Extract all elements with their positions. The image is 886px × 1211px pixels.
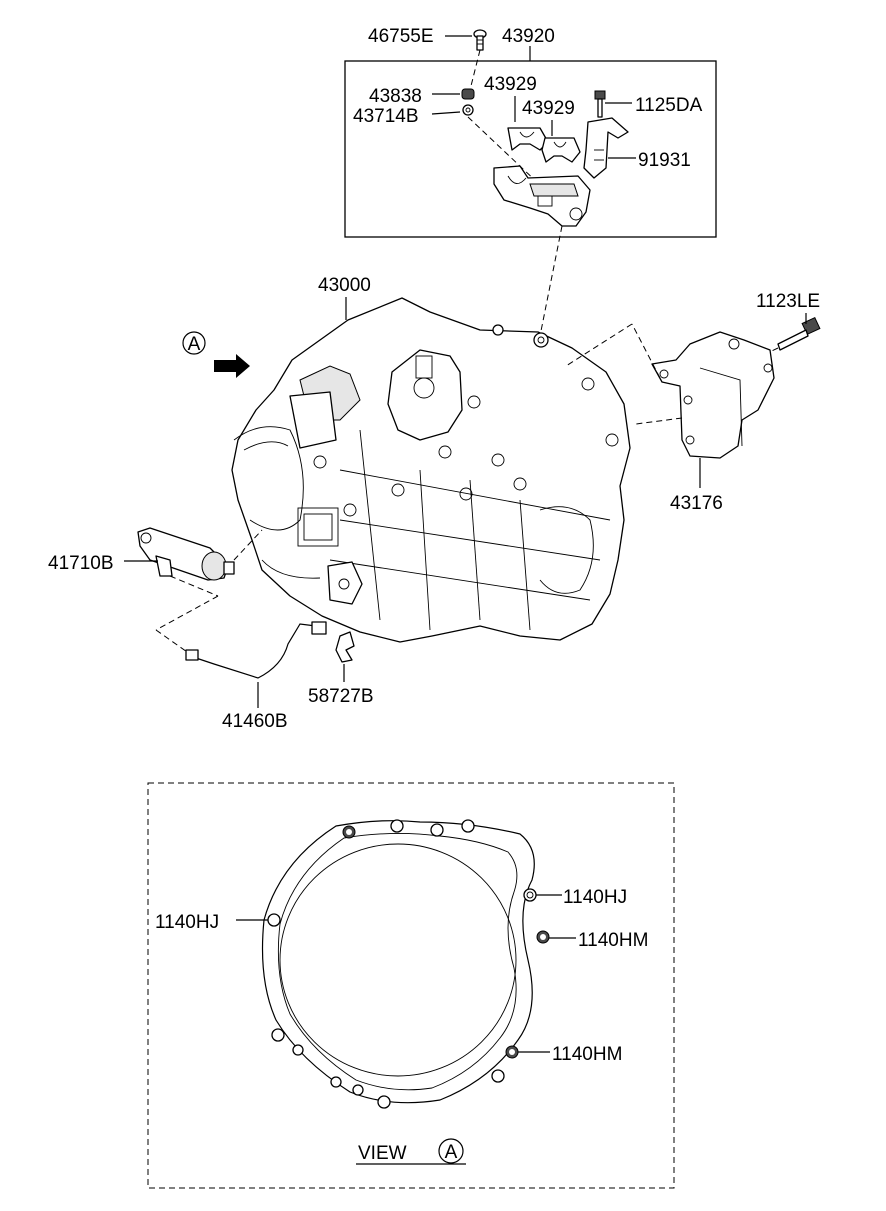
callout-43714b: 43714B [353, 106, 419, 127]
manual-transaxle-assembly [231, 297, 631, 643]
gasket-bolt-holes [267, 819, 550, 1109]
callout-1140hm-upper: 1140HM [578, 930, 648, 951]
direction-marker-letter: A [188, 334, 201, 355]
bolt-1125da-icon [594, 90, 606, 118]
callout-43000: 43000 [318, 275, 371, 296]
callout-1123le: 1123LE [756, 291, 820, 312]
bolt-46755e-icon [473, 29, 487, 51]
view-a-detail-box [147, 782, 675, 1189]
bolt-1123le-icon [777, 316, 821, 351]
shift-cable-bracket-icon [493, 165, 591, 227]
view-caption-letter: A [445, 1142, 458, 1163]
washer-43714b-icon [462, 104, 474, 116]
callout-1140hj-left: 1140HJ [155, 912, 219, 933]
view-direction-arrow-icon [214, 354, 250, 378]
clip-43929-a-icon [507, 127, 549, 151]
callout-43929-a: 43929 [484, 74, 537, 95]
clutch-release-cylinder-41710b-icon [137, 527, 235, 581]
callout-1140hj-right: 1140HJ [563, 887, 627, 908]
clip-58727b-icon [335, 631, 355, 663]
callout-91931: 91931 [638, 150, 691, 171]
callout-43176: 43176 [670, 493, 723, 514]
callout-43838: 43838 [369, 86, 422, 107]
callout-1140hm-lower: 1140HM [552, 1044, 622, 1065]
callout-41460b: 41460B [222, 711, 288, 732]
callout-58727b: 58727B [308, 686, 374, 707]
callout-46755e: 46755E [368, 26, 434, 47]
callout-1125da: 1125DA [635, 95, 703, 116]
bracket-91931-icon [583, 117, 629, 179]
callout-43920: 43920 [502, 26, 555, 47]
clutch-pipe-41460b-icon [185, 621, 327, 679]
view-a-direction-marker: A [182, 331, 206, 355]
view-caption-word: VIEW [358, 1143, 407, 1164]
view-a-caption: VIEW A [356, 1138, 466, 1165]
callout-41710b: 41710B [48, 553, 114, 574]
bushing-43838-icon [461, 88, 475, 100]
bell-housing-gasket-outline [261, 820, 535, 1104]
clip-43929-b-icon [541, 137, 581, 163]
callout-43929-b: 43929 [522, 98, 575, 119]
mounting-bracket-43176-icon [651, 331, 775, 459]
